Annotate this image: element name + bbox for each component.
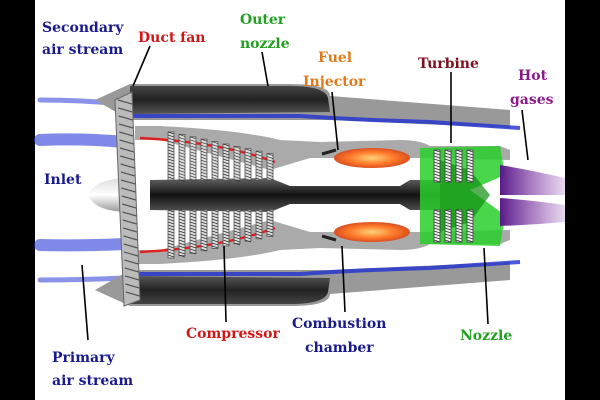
compressor-blade <box>178 209 186 258</box>
compressor-blade <box>167 131 175 181</box>
fan-blade <box>121 195 137 201</box>
turbine-blade <box>444 149 452 183</box>
turbine-blades <box>433 149 474 243</box>
compressor-blade <box>244 209 252 243</box>
label-combustion-chamber-line1: Combustion <box>292 316 386 332</box>
compressor-blade <box>222 143 230 181</box>
fan-blade <box>120 171 136 177</box>
fan-blade <box>121 187 136 193</box>
label-inlet: Inlet <box>44 172 82 188</box>
compressor-blade <box>200 209 208 252</box>
fan-blade <box>122 219 137 225</box>
fan-blade <box>117 99 133 105</box>
fan-blade <box>118 123 134 129</box>
label-outer-nozzle-line1: Outer <box>240 12 286 28</box>
label-hot-gases-line1: Hot <box>518 68 548 84</box>
label-hot-gases-line2: gases <box>510 92 554 108</box>
engine-shaft <box>150 178 440 212</box>
compressor-stages <box>167 131 274 259</box>
fan-blade <box>119 139 134 145</box>
compressor-blade <box>189 209 197 255</box>
fan-blade <box>125 291 140 297</box>
compressor-blade <box>244 148 252 182</box>
core-casing <box>135 126 510 264</box>
fan-blade <box>121 203 137 209</box>
turbine-blade <box>455 149 463 183</box>
label-duct-fan: Duct fan <box>138 30 205 46</box>
compressor-blade <box>200 138 208 181</box>
turbine-section <box>420 146 505 246</box>
compressor-blade <box>266 209 274 237</box>
fan-blade <box>123 243 138 249</box>
fan-blade <box>123 235 138 241</box>
primary-airflow <box>34 133 131 252</box>
compressor-blade <box>255 150 263 181</box>
compressor-blade <box>211 141 219 181</box>
compressor-blade <box>211 209 219 249</box>
label-secondary-air-stream-line2: air stream <box>42 42 123 58</box>
label-combustion-chamber-line2: chamber <box>305 340 374 356</box>
fan-blade <box>122 211 137 217</box>
compressor-blade <box>233 209 241 246</box>
compressor-blade <box>255 209 263 240</box>
turbine-blade <box>433 149 441 183</box>
compressor-blade <box>233 145 241 182</box>
fan-blade <box>120 155 135 161</box>
fan-blade <box>118 107 133 113</box>
compressor-blade <box>222 209 230 247</box>
label-secondary-air-stream-line1: Secondary <box>42 20 124 36</box>
label-fuel-injector-line1: Fuel <box>318 50 352 66</box>
hot-gas-exhaust <box>500 165 565 226</box>
bypass-flow <box>130 114 521 276</box>
fan-blade <box>125 283 140 289</box>
compressor-blade <box>266 153 274 181</box>
label-compressor: Compressor <box>186 326 280 342</box>
turbine-blade <box>455 209 463 243</box>
label-nozzle: Nozzle <box>460 328 512 344</box>
fuel-injector-nozzles <box>321 148 337 242</box>
fan-blade <box>120 163 135 169</box>
compressor-blade <box>189 136 197 182</box>
fan-blade <box>119 147 135 153</box>
fan-blade <box>123 251 139 257</box>
turbine-blade <box>466 149 474 183</box>
fan-blade <box>121 179 136 185</box>
label-outer-nozzle-line2: nozzle <box>240 36 290 52</box>
duct-fan <box>114 91 141 307</box>
fan-blade <box>122 227 138 233</box>
label-primary-air-stream-line2: air stream <box>52 373 133 389</box>
fan-blade <box>118 115 133 121</box>
turbine-blade <box>433 209 441 243</box>
combustion-flames <box>334 148 410 242</box>
fan-blade <box>124 267 139 273</box>
label-turbine: Turbine <box>418 56 479 72</box>
fan-blade <box>119 131 134 137</box>
turbine-blade <box>466 209 474 243</box>
turbine-blade <box>444 209 452 243</box>
compressor-blade <box>167 209 175 259</box>
compressor-blade <box>178 133 186 182</box>
fan-blade <box>124 275 140 281</box>
label-fuel-injector-line2: Injector <box>303 74 366 90</box>
label-primary-air-stream-line1: Primary <box>52 350 115 366</box>
fan-blade <box>124 259 139 265</box>
leader-lines <box>81 45 529 341</box>
